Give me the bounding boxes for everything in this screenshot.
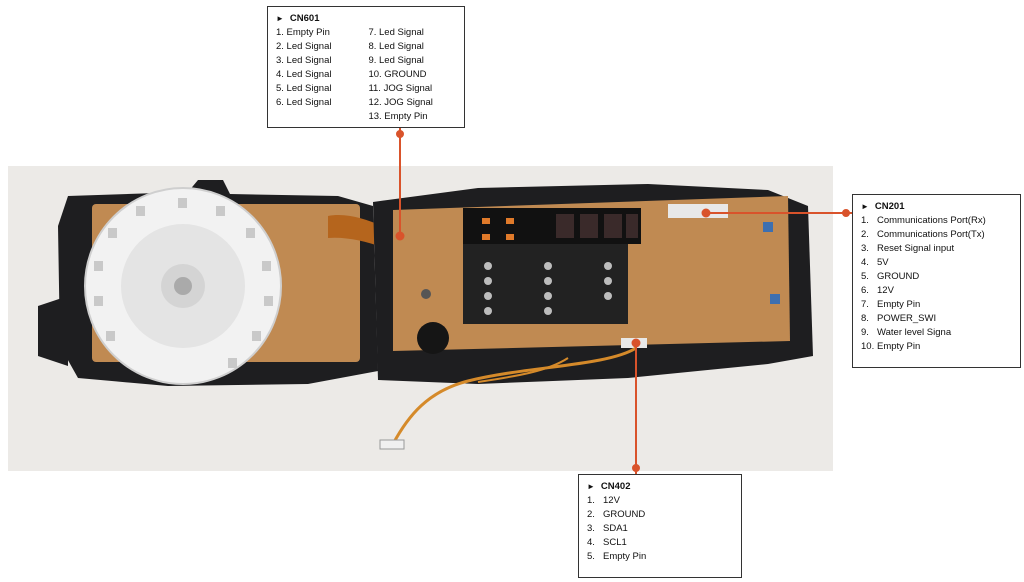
list-item: 5. GROUND [861, 270, 1012, 284]
cn201-callout: ► CN201 1. Communications Port(Rx) 2. Commu… [852, 194, 1021, 368]
cn201-leader-dot [842, 209, 850, 217]
list-item: 3. Led Signal [276, 55, 332, 66]
cn601-callout: ► CN601 1. Empty Pin 2. Led Signal 3. Led… [267, 6, 465, 128]
list-item: 5. Empty Pin [587, 550, 733, 564]
list-item: 9. Water level Signa [861, 326, 1012, 340]
cn601-leader-dot [396, 130, 404, 138]
pin-number: 1. [861, 215, 869, 226]
list-item: 7. Empty Pin [861, 298, 1012, 312]
list-item: 4. 5V [861, 256, 1012, 270]
pin-number: 4. [587, 537, 595, 548]
list-item: 1. Communications Port(Rx) [861, 214, 1012, 228]
triangle-right-icon: ► [276, 14, 284, 23]
cn402-callout: ► CN402 1. 12V 2. GROUND 3. SDA1 4. SCL1 5. Em… [578, 474, 742, 578]
pin-label: 5V [877, 257, 889, 268]
pin-label: Water level Signa [877, 327, 952, 338]
list-item: 4. Led Signal [276, 69, 332, 80]
pin-number: 7. [861, 299, 869, 310]
pin-number: 5. [587, 551, 595, 562]
list-item: 4. SCL1 [587, 536, 733, 550]
pin-number: 8. [861, 313, 869, 324]
list-item: 6. Led Signal [276, 97, 332, 108]
cn201-title-row: ► CN201 [861, 200, 1012, 214]
pin-label: GROUND [877, 271, 920, 282]
cn601-left-column: 1. Empty Pin 2. Led Signal 3. Led Signal… [276, 26, 368, 124]
pin-number: 3. [587, 523, 595, 534]
pin-label: Reset Signal input [877, 243, 955, 254]
list-item: 5. Led Signal [276, 83, 332, 94]
pin-number: 6. [861, 285, 869, 296]
pin-label: Empty Pin [603, 551, 647, 562]
list-item: 7. Led Signal [368, 27, 424, 38]
pin-number: 9. [861, 327, 869, 338]
triangle-right-icon: ► [861, 202, 869, 211]
list-item: 1. 12V [587, 494, 733, 508]
list-item: 8. Led Signal [368, 41, 424, 52]
list-item: 2. Communications Port(Tx) [861, 228, 1012, 242]
cn601-right-column: 7. Led Signal 8. Led Signal 9. Led Signa… [368, 26, 456, 124]
list-item: 1. Empty Pin [276, 27, 330, 38]
list-item: 12. JOG Signal [368, 97, 433, 108]
triangle-right-icon: ► [587, 482, 595, 491]
list-item: 10. GROUND [368, 69, 427, 80]
pin-number: 4. [861, 257, 869, 268]
cn601-title: CN601 [289, 13, 320, 24]
cn402-title: CN402 [600, 481, 631, 492]
pin-label: POWER_SWI [877, 313, 937, 324]
pin-label: 12V [603, 495, 620, 506]
list-item: 10.Empty Pin [861, 340, 1012, 354]
pin-number: 1. [587, 495, 595, 506]
pin-label: Communications Port(Rx) [877, 215, 986, 226]
cn601-title-row: ► CN601 [276, 12, 456, 26]
pin-number: 10. [861, 341, 875, 352]
list-item: 2. GROUND [587, 508, 733, 522]
cn201-title: CN201 [874, 201, 905, 212]
pin-label: 12V [877, 285, 894, 296]
list-item: 3. Reset Signal input [861, 242, 1012, 256]
list-item: 3. SDA1 [587, 522, 733, 536]
pin-label: SCL1 [603, 537, 627, 548]
pin-number: 2. [861, 229, 869, 240]
list-item: 2. Led Signal [276, 41, 332, 52]
pin-number: 2. [587, 509, 595, 520]
list-item: 8. POWER_SWI [861, 312, 1012, 326]
pin-label: Communications Port(Tx) [877, 229, 985, 240]
pin-label: Empty Pin [877, 341, 921, 352]
list-item: 11. JOG Signal [368, 83, 433, 94]
pcb-photo [8, 166, 833, 471]
cn402-title-row: ► CN402 [587, 480, 733, 494]
list-item: 13. Empty Pin [368, 111, 428, 122]
list-item: 9. Led Signal [368, 55, 424, 66]
pin-number: 3. [861, 243, 869, 254]
pin-label: Empty Pin [877, 299, 921, 310]
pin-number: 5. [861, 271, 869, 282]
pin-label: GROUND [603, 509, 646, 520]
pin-label: SDA1 [603, 523, 628, 534]
list-item: 6. 12V [861, 284, 1012, 298]
